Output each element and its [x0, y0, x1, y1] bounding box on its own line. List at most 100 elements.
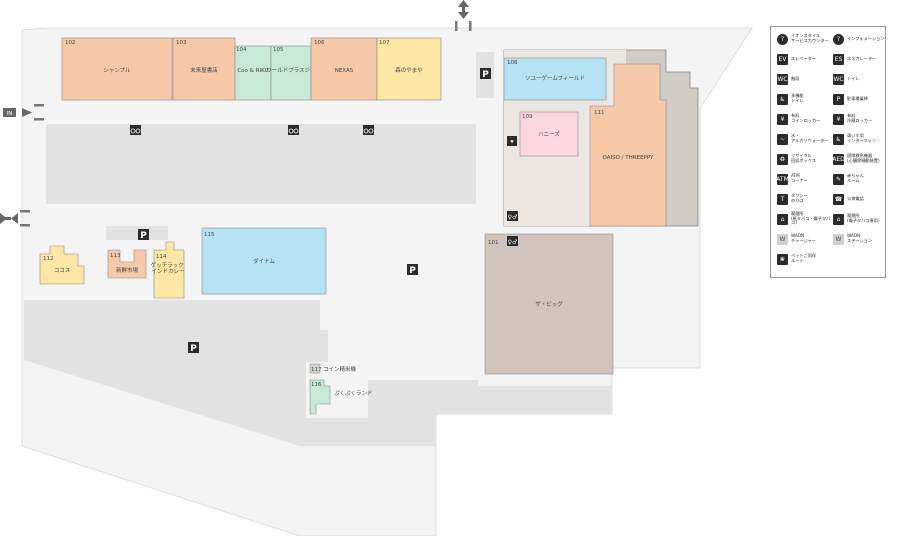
legend-icon: ES: [833, 53, 844, 65]
parking-marker-label: P: [140, 231, 147, 241]
bicycle-parking-icon: [288, 125, 299, 135]
legend-item: ♻リサイクル 回収ボックス: [777, 151, 833, 167]
legend-label: WAON ステーション: [847, 233, 873, 243]
parking-marker-4: P: [188, 342, 199, 354]
store-name: NEXAS: [335, 68, 354, 74]
bicycle-parking-icon: [130, 125, 141, 135]
legend-item: ⌂喫煙所 (紙タバコ・電子タバコ): [777, 211, 833, 227]
store-105[interactable]: 105 ワールドプラスジム: [266, 45, 316, 101]
store-name: Coo & RIKU: [237, 68, 268, 74]
parking-strip-small: [106, 226, 168, 240]
parking-lot-north: [46, 124, 476, 204]
store-number: 105: [273, 47, 284, 53]
legend-icon: ❀: [777, 253, 788, 265]
store-name: ワールドプラスジム: [266, 67, 316, 74]
legend-item: ¥有料 冷蔵ロッカー: [833, 111, 889, 127]
store-name-line-2: インドカレー: [151, 268, 184, 275]
store-117[interactable]: 117 コイン精米機: [309, 363, 357, 374]
store-107[interactable]: 107 森のやまや: [376, 37, 442, 101]
legend-label: リサイクル 回収ボックス: [791, 153, 816, 163]
toilet-icon: ♀♂: [507, 236, 518, 246]
entrance-bidirectional-west: [0, 210, 30, 227]
store-number: 103: [176, 40, 187, 46]
parking-marker-3: P: [407, 264, 418, 276]
legend-icon: ⌂: [777, 213, 788, 225]
legend-icon: WC: [777, 73, 788, 85]
store-115[interactable]: 115 ダイナム: [201, 227, 327, 295]
store-name: ソユーゲームフィールド: [525, 74, 585, 82]
store-number: 115: [204, 232, 215, 238]
svg-text:♀♂: ♀♂: [508, 214, 518, 221]
store-108[interactable]: 108 ソユーゲームフィールド: [503, 57, 607, 101]
store-name: 森のやまや: [395, 66, 423, 74]
legend-icon: ♿: [833, 133, 844, 145]
store-name: ココス: [54, 267, 71, 274]
legend-label: エスカレーター: [847, 55, 877, 61]
parking-marker-label: P: [190, 344, 197, 354]
store-104[interactable]: 104 Coo & RIKU: [234, 45, 272, 101]
legend-label: 喫煙所 (電子タバコ専用): [847, 213, 880, 223]
legend-icon: AED: [832, 153, 845, 165]
store-111[interactable]: 111 DAISO / THREEPPY: [589, 63, 667, 227]
entrance-in-label: IN: [7, 111, 13, 117]
legend-label: ATM コーナー: [791, 173, 808, 183]
parking-marker-label: P: [482, 70, 489, 80]
legend-icon: P: [833, 93, 844, 105]
legend-icon: ?: [777, 33, 788, 45]
legend-icon: ♻: [777, 153, 788, 165]
legend-label: WAON チャージャー: [791, 233, 816, 243]
legend-item: ?イオンスタイル サービスカウンター: [777, 31, 833, 47]
toilet-icon: ♀♂: [507, 211, 518, 221]
store-101[interactable]: 101 ザ・ビッグ: [484, 233, 614, 375]
store-number: 101: [488, 240, 499, 246]
legend-label: 多機能 トイレ: [791, 93, 804, 103]
legend-item: ?インフォメーション: [833, 31, 889, 47]
store-116[interactable]: 116 ぷくぷくランド: [309, 379, 373, 415]
legend-icon: ⌂: [833, 213, 844, 225]
legend-icon: ATM: [776, 173, 789, 185]
store-name: コイン精米機: [323, 365, 357, 373]
store-number: 107: [379, 40, 390, 46]
store-number: 109: [522, 114, 533, 120]
store-103[interactable]: 103 未来屋書店: [172, 37, 236, 101]
store-114[interactable]: 114 ゲッチラック インドカレー: [151, 241, 186, 299]
store-name: シャンブル: [103, 66, 131, 74]
legend-icon: T: [777, 193, 788, 205]
svg-text:♀♂: ♀♂: [508, 239, 518, 246]
store-112[interactable]: 112 ココス: [39, 245, 85, 285]
legend-label: 赤ちゃん ルーム: [847, 173, 864, 183]
legend-icon: ¥: [777, 113, 788, 125]
legend-label: 公衆電話: [847, 195, 864, 201]
store-113[interactable]: 113 新鮮市場: [107, 249, 147, 279]
store-name: 新鮮市場: [116, 266, 139, 274]
store-name-line-1: ゲッチラック: [151, 261, 184, 269]
store-name: DAISO / THREEPPY: [603, 155, 654, 161]
store-106[interactable]: 106 NEXAS: [310, 37, 378, 101]
legend-label: 喫煙所 (紙タバコ・電子タバコ): [791, 210, 831, 226]
legend-label: 階段: [791, 75, 800, 81]
store-number: 116: [311, 382, 322, 388]
entrance-in-west: IN: [3, 104, 44, 121]
legend-item: ☎公衆電話: [833, 191, 889, 207]
store-109[interactable]: 109 ハニーズ: [519, 111, 579, 157]
legend-icon: ☎: [833, 193, 844, 205]
legend-icon: W: [777, 233, 788, 245]
store-number: 111: [594, 110, 605, 116]
store-number: 112: [43, 256, 54, 262]
legend-icon: ✎: [833, 173, 844, 185]
legend-label: インフォメーション: [847, 35, 885, 41]
store-102[interactable]: 102 シャンブル: [61, 37, 173, 101]
legend-icon: ♿: [777, 93, 788, 105]
legend-item: ♿多機能 トイレ: [777, 91, 833, 107]
legend-label: イオンスタイル サービスカウンター: [791, 33, 829, 43]
store-name: ぷくぷくランド: [334, 390, 373, 397]
legend-label: ペットご同伴 ルート: [791, 253, 817, 263]
